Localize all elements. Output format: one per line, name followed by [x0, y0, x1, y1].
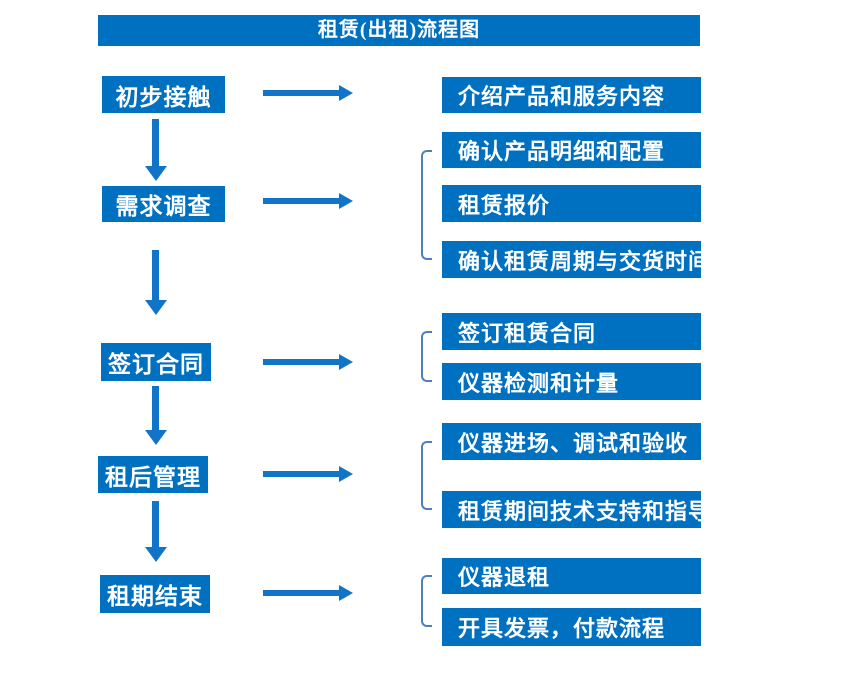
bracket-demand-survey-group: [421, 150, 432, 260]
right-arrow-shaft: [263, 590, 340, 596]
output-box-confirm-period-delivery: 确认租赁周期与交货时间: [442, 241, 710, 278]
down-arrow-4: [145, 501, 167, 562]
output-box-sign-rental-contract: 签订租赁合同: [442, 313, 701, 350]
down-arrow-3: [145, 386, 167, 445]
right-arrow-shaft: [263, 359, 340, 365]
down-arrow-1: [145, 119, 167, 181]
right-arrow-head: [339, 585, 353, 601]
output-box-instrument-testing-metering: 仪器检测和计量: [442, 363, 701, 400]
stage-box-demand-survey: 需求调查: [102, 186, 225, 222]
right-arrow-3: [263, 354, 353, 370]
down-arrow-shaft: [152, 386, 159, 431]
output-box-confirm-product-details: 确认产品明细和配置: [442, 132, 701, 168]
output-box-rental-quotation: 租赁报价: [442, 185, 701, 222]
down-arrow-shaft: [152, 119, 159, 167]
bracket-sign-contract-group: [421, 331, 432, 382]
right-arrow-shaft: [263, 471, 340, 477]
output-box-instrument-setup-acceptance: 仪器进场、调试和验收: [442, 423, 701, 460]
stage-box-sign-contract: 签订合同: [101, 343, 211, 381]
right-arrow-head: [339, 466, 353, 482]
down-arrow-head: [145, 430, 167, 445]
output-box-introduce-products-services: 介绍产品和服务内容: [442, 77, 701, 113]
right-arrow-shaft: [263, 198, 340, 204]
output-box-instrument-return: 仪器退租: [442, 558, 701, 594]
stage-box-post-rental-management: 租后管理: [98, 456, 208, 493]
down-arrow-shaft: [152, 501, 159, 548]
right-arrow-4: [263, 466, 353, 482]
right-arrow-5: [263, 585, 353, 601]
bracket-post-rental-group: [421, 441, 432, 510]
down-arrow-head: [145, 300, 167, 315]
right-arrow-shaft: [263, 90, 340, 96]
right-arrow-head: [339, 85, 353, 101]
down-arrow-2: [145, 250, 167, 315]
output-box-invoice-payment-process: 开具发票，付款流程: [442, 608, 701, 646]
stage-box-initial-contact: 初步接触: [102, 76, 225, 113]
down-arrow-shaft: [152, 250, 159, 301]
output-box-technical-support-guidance: 租赁期间技术支持和指导: [442, 491, 710, 528]
bracket-rental-end-group: [421, 575, 432, 627]
right-arrow-2: [263, 193, 353, 209]
down-arrow-head: [145, 547, 167, 562]
down-arrow-head: [145, 166, 167, 181]
right-arrow-head: [339, 193, 353, 209]
stage-box-rental-end: 租期结束: [100, 575, 210, 613]
page-title: 租赁(出租)流程图: [98, 15, 700, 46]
right-arrow-head: [339, 354, 353, 370]
right-arrow-1: [263, 85, 353, 101]
